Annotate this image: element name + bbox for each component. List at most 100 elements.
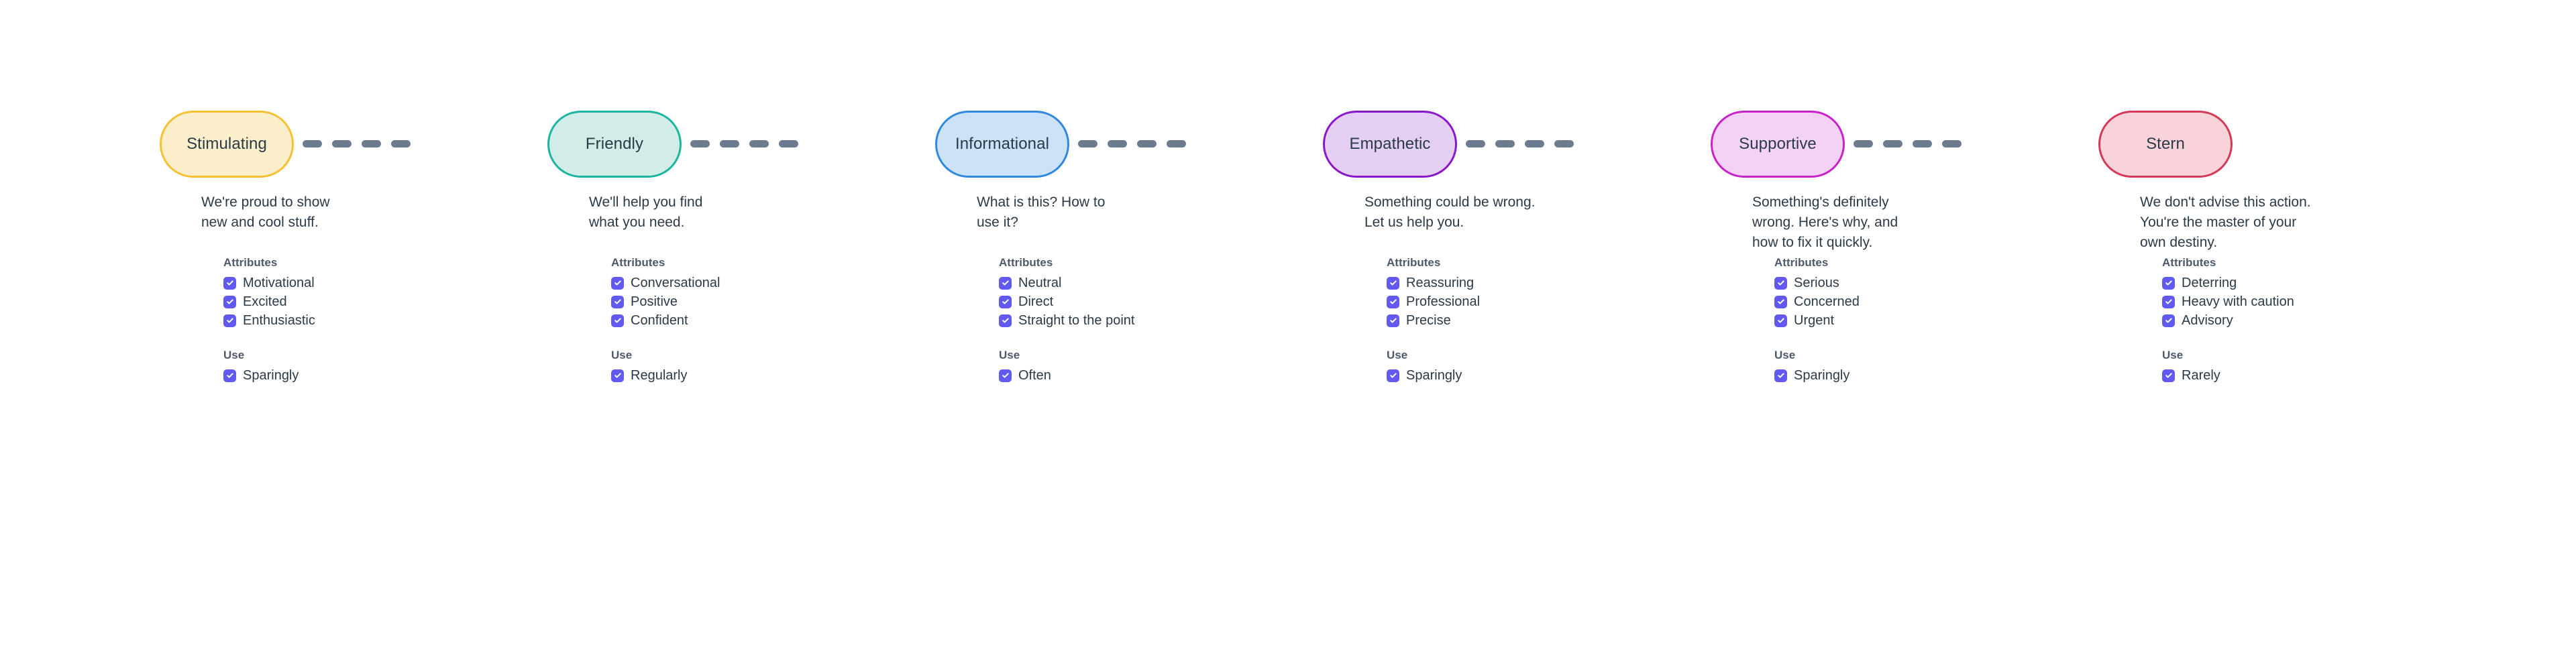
- checkbox-label: Precise: [1406, 313, 1451, 328]
- checkbox-row[interactable]: Concerned: [1774, 292, 2063, 311]
- check-icon[interactable]: [2162, 369, 2175, 382]
- check-icon[interactable]: [1387, 276, 1399, 290]
- check-icon[interactable]: [611, 276, 624, 290]
- connector-dash: [1078, 140, 1097, 148]
- checkbox-label: Deterring: [2182, 276, 2237, 290]
- tone-pill-friendly[interactable]: Friendly: [547, 111, 682, 178]
- check-icon[interactable]: [1387, 369, 1399, 382]
- check-icon[interactable]: [1387, 295, 1399, 308]
- group-title-attributes: Attributes: [223, 256, 278, 269]
- group-title-attributes: Attributes: [2162, 256, 2216, 269]
- tone-pill-stern[interactable]: Stern: [2098, 111, 2233, 178]
- checkbox-row[interactable]: Precise: [1387, 311, 1675, 330]
- connector-dash: [303, 140, 322, 148]
- checkbox-row[interactable]: Neutral: [999, 274, 1287, 292]
- tone-description: We're proud to show new and cool stuff.: [201, 194, 330, 230]
- group-title-use: Use: [999, 349, 1020, 361]
- check-icon[interactable]: [223, 295, 236, 308]
- check-icon[interactable]: [2162, 276, 2175, 290]
- tone-pill-label: Stimulating: [186, 135, 267, 153]
- checkbox-label: Often: [1018, 368, 1051, 383]
- checkbox-label: Direct: [1018, 294, 1054, 309]
- tone-description: We'll help you find what you need.: [589, 194, 703, 230]
- pill-row: Empathetic: [1323, 111, 1699, 178]
- checkbox-row[interactable]: Sparingly: [1774, 366, 2063, 385]
- check-icon[interactable]: [2162, 295, 2175, 308]
- check-icon[interactable]: [611, 314, 624, 327]
- dashed-line-icon: [690, 140, 798, 148]
- check-icon[interactable]: [1774, 314, 1787, 327]
- connector-dash: [1913, 140, 1932, 148]
- connector-dash: [749, 140, 769, 148]
- check-icon[interactable]: [1774, 295, 1787, 308]
- tone-pill-label: Empathetic: [1349, 135, 1431, 153]
- checkbox-row[interactable]: Conversational: [611, 274, 900, 292]
- checkbox-label: Enthusiastic: [243, 313, 315, 328]
- checkbox-label: Regularly: [631, 368, 688, 383]
- tone-pill-supportive[interactable]: Supportive: [1711, 111, 1845, 178]
- checkbox-row[interactable]: Positive: [611, 292, 900, 311]
- checkbox-row[interactable]: Rarely: [2162, 366, 2451, 385]
- check-icon[interactable]: [223, 314, 236, 327]
- checkbox-label: Conversational: [631, 276, 720, 290]
- pill-row: Stimulating: [160, 111, 535, 178]
- checkbox-row[interactable]: Professional: [1387, 292, 1675, 311]
- checkbox-row[interactable]: Enthusiastic: [223, 311, 512, 330]
- group-title-use: Use: [2162, 349, 2184, 361]
- checkbox-row[interactable]: Reassuring: [1387, 274, 1675, 292]
- check-icon[interactable]: [1774, 276, 1787, 290]
- checkbox-label: Positive: [631, 294, 678, 309]
- tone-pill-empathetic[interactable]: Empathetic: [1323, 111, 1457, 178]
- checkbox-row[interactable]: Sparingly: [1387, 366, 1675, 385]
- checkbox-row[interactable]: Urgent: [1774, 311, 2063, 330]
- tone-pill-informational[interactable]: Informational: [935, 111, 1069, 178]
- checkbox-row[interactable]: Sparingly: [223, 366, 512, 385]
- checkbox-label: Confident: [631, 313, 688, 328]
- checkbox-row[interactable]: Advisory: [2162, 311, 2451, 330]
- checkbox-row[interactable]: Serious: [1774, 274, 2063, 292]
- connector-dash: [1525, 140, 1544, 148]
- check-icon[interactable]: [223, 276, 236, 290]
- tone-description: Something's definitely wrong. Here's why…: [1752, 194, 1898, 250]
- check-icon[interactable]: [999, 369, 1012, 382]
- pill-row: Supportive: [1711, 111, 2086, 178]
- group-title-use: Use: [223, 349, 245, 361]
- dashed-line-icon: [303, 140, 411, 148]
- group-title-use: Use: [1387, 349, 1408, 361]
- connector-dash: [720, 140, 739, 148]
- group-title-use: Use: [611, 349, 633, 361]
- checkbox-row[interactable]: Motivational: [223, 274, 512, 292]
- checkbox-row[interactable]: Deterring: [2162, 274, 2451, 292]
- checkbox-row[interactable]: Heavy with caution: [2162, 292, 2451, 311]
- checkbox-label: Straight to the point: [1018, 313, 1135, 328]
- tone-description: We don't advise this action. You're the …: [2140, 194, 2311, 250]
- checkbox-row[interactable]: Direct: [999, 292, 1287, 311]
- check-icon[interactable]: [1774, 369, 1787, 382]
- check-icon[interactable]: [611, 369, 624, 382]
- tone-pill-stimulating[interactable]: Stimulating: [160, 111, 294, 178]
- checkbox-row[interactable]: Often: [999, 366, 1287, 385]
- check-icon[interactable]: [611, 295, 624, 308]
- checkbox-row[interactable]: Straight to the point: [999, 311, 1287, 330]
- checkbox-row[interactable]: Confident: [611, 311, 900, 330]
- checkbox-label: Motivational: [243, 276, 315, 290]
- check-icon[interactable]: [1387, 314, 1399, 327]
- checkbox-row[interactable]: Excited: [223, 292, 512, 311]
- check-icon[interactable]: [999, 295, 1012, 308]
- check-icon[interactable]: [2162, 314, 2175, 327]
- checkbox-row[interactable]: Regularly: [611, 366, 900, 385]
- checkbox-label: Sparingly: [1406, 368, 1462, 383]
- check-icon[interactable]: [999, 314, 1012, 327]
- check-icon[interactable]: [999, 276, 1012, 290]
- pill-row: Friendly: [547, 111, 923, 178]
- check-icon[interactable]: [223, 369, 236, 382]
